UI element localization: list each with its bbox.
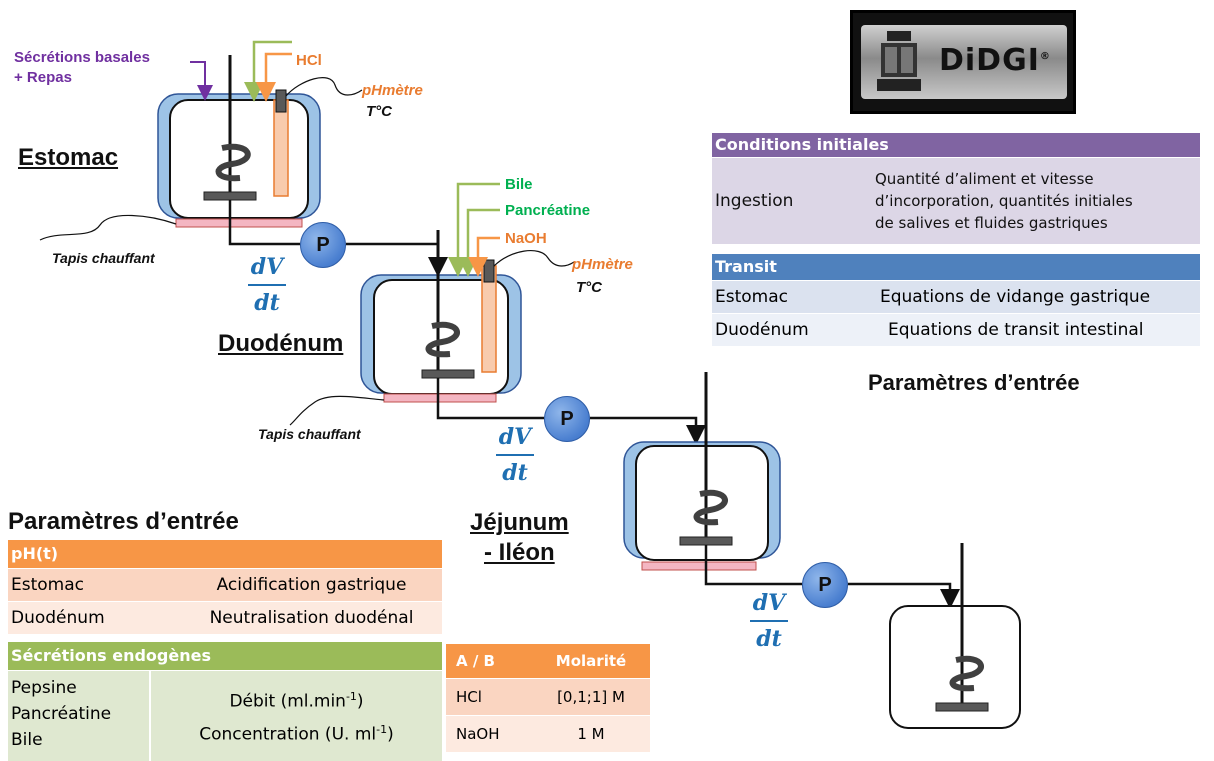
didgi-logo-text: DiDGI® xyxy=(939,43,1051,78)
phmetre-label-1: pHmètre xyxy=(362,82,423,99)
conditions-table: Conditions initiales Ingestion Quantité … xyxy=(712,133,1200,244)
molarity-header-m: Molarité xyxy=(555,652,627,670)
phmetre-label-2: pHmètre xyxy=(572,256,633,273)
transit-row: Estomac Equations de vidange gastrique xyxy=(712,281,1200,313)
ingestion-label: Ingestion xyxy=(715,191,794,211)
ph-header: pH(t) xyxy=(8,540,442,568)
pancreatine-label: Pancréatine xyxy=(505,202,591,219)
pump-1: P xyxy=(300,222,346,268)
conditions-header: Conditions initiales xyxy=(712,133,1200,157)
temp-label-2: T°C xyxy=(576,279,602,296)
duodenum-vessel xyxy=(360,230,522,403)
didgi-logo: DiDGI® xyxy=(850,10,1076,114)
secretions-table: Sécrétions endogènes Pepsine Pancréatine… xyxy=(8,642,442,761)
collection-vessel xyxy=(889,543,1021,729)
ph-row: Estomac Acidification gastrique xyxy=(8,569,442,601)
molarity-table: A / B Molarité HCl [0,1;1] M NaOH 1 M xyxy=(446,644,650,752)
stomach-label: Estomac xyxy=(18,144,119,171)
transit-row: Duodénum Equations de transit intestinal xyxy=(712,314,1200,346)
didgi-device-icon xyxy=(877,31,921,91)
ph-table: pH(t) Estomac Acidification gastrique Du… xyxy=(8,540,442,634)
heater-label-1: Tapis chauffant xyxy=(52,250,155,266)
left-panel-title: Paramètres d’entrée xyxy=(8,508,239,535)
jejunum-label: Jéjunum - Iléon xyxy=(470,509,569,566)
pump-3: P xyxy=(802,562,848,608)
bile-label: Bile xyxy=(505,176,533,193)
secretions-list: Pepsine Pancréatine Bile xyxy=(8,671,149,761)
temp-label-1: T°C xyxy=(366,103,392,120)
secretions-params: Débit (ml.min-1) Concentration (U. ml-1) xyxy=(151,671,442,761)
jejunum-vessel xyxy=(623,372,781,571)
transit-table: Transit Estomac Equations de vidange gas… xyxy=(712,254,1200,346)
hcl-label: HCl xyxy=(296,52,322,69)
naoh-label: NaOH xyxy=(505,230,547,247)
transit-header: Transit xyxy=(712,254,1200,280)
duodenum-label: Duodénum xyxy=(218,330,344,357)
molarity-header-ab: A / B xyxy=(456,652,495,670)
ph-row: Duodénum Neutralisation duodénal xyxy=(8,602,442,634)
stomach-vessel xyxy=(157,55,321,228)
secretions-label: Sécrétions basales + Repas xyxy=(14,49,150,86)
right-panel-title: Paramètres d’entrée xyxy=(868,370,1080,395)
heater-label-2: Tapis chauffant xyxy=(258,426,361,442)
secretions-header: Sécrétions endogènes xyxy=(8,642,442,670)
pump-2: P xyxy=(544,396,590,442)
ingestion-value: Quantité d’aliment et vitesse d’incorpor… xyxy=(875,170,1133,232)
molarity-row: HCl [0,1;1] M xyxy=(446,679,650,715)
molarity-row: NaOH 1 M xyxy=(446,716,650,752)
